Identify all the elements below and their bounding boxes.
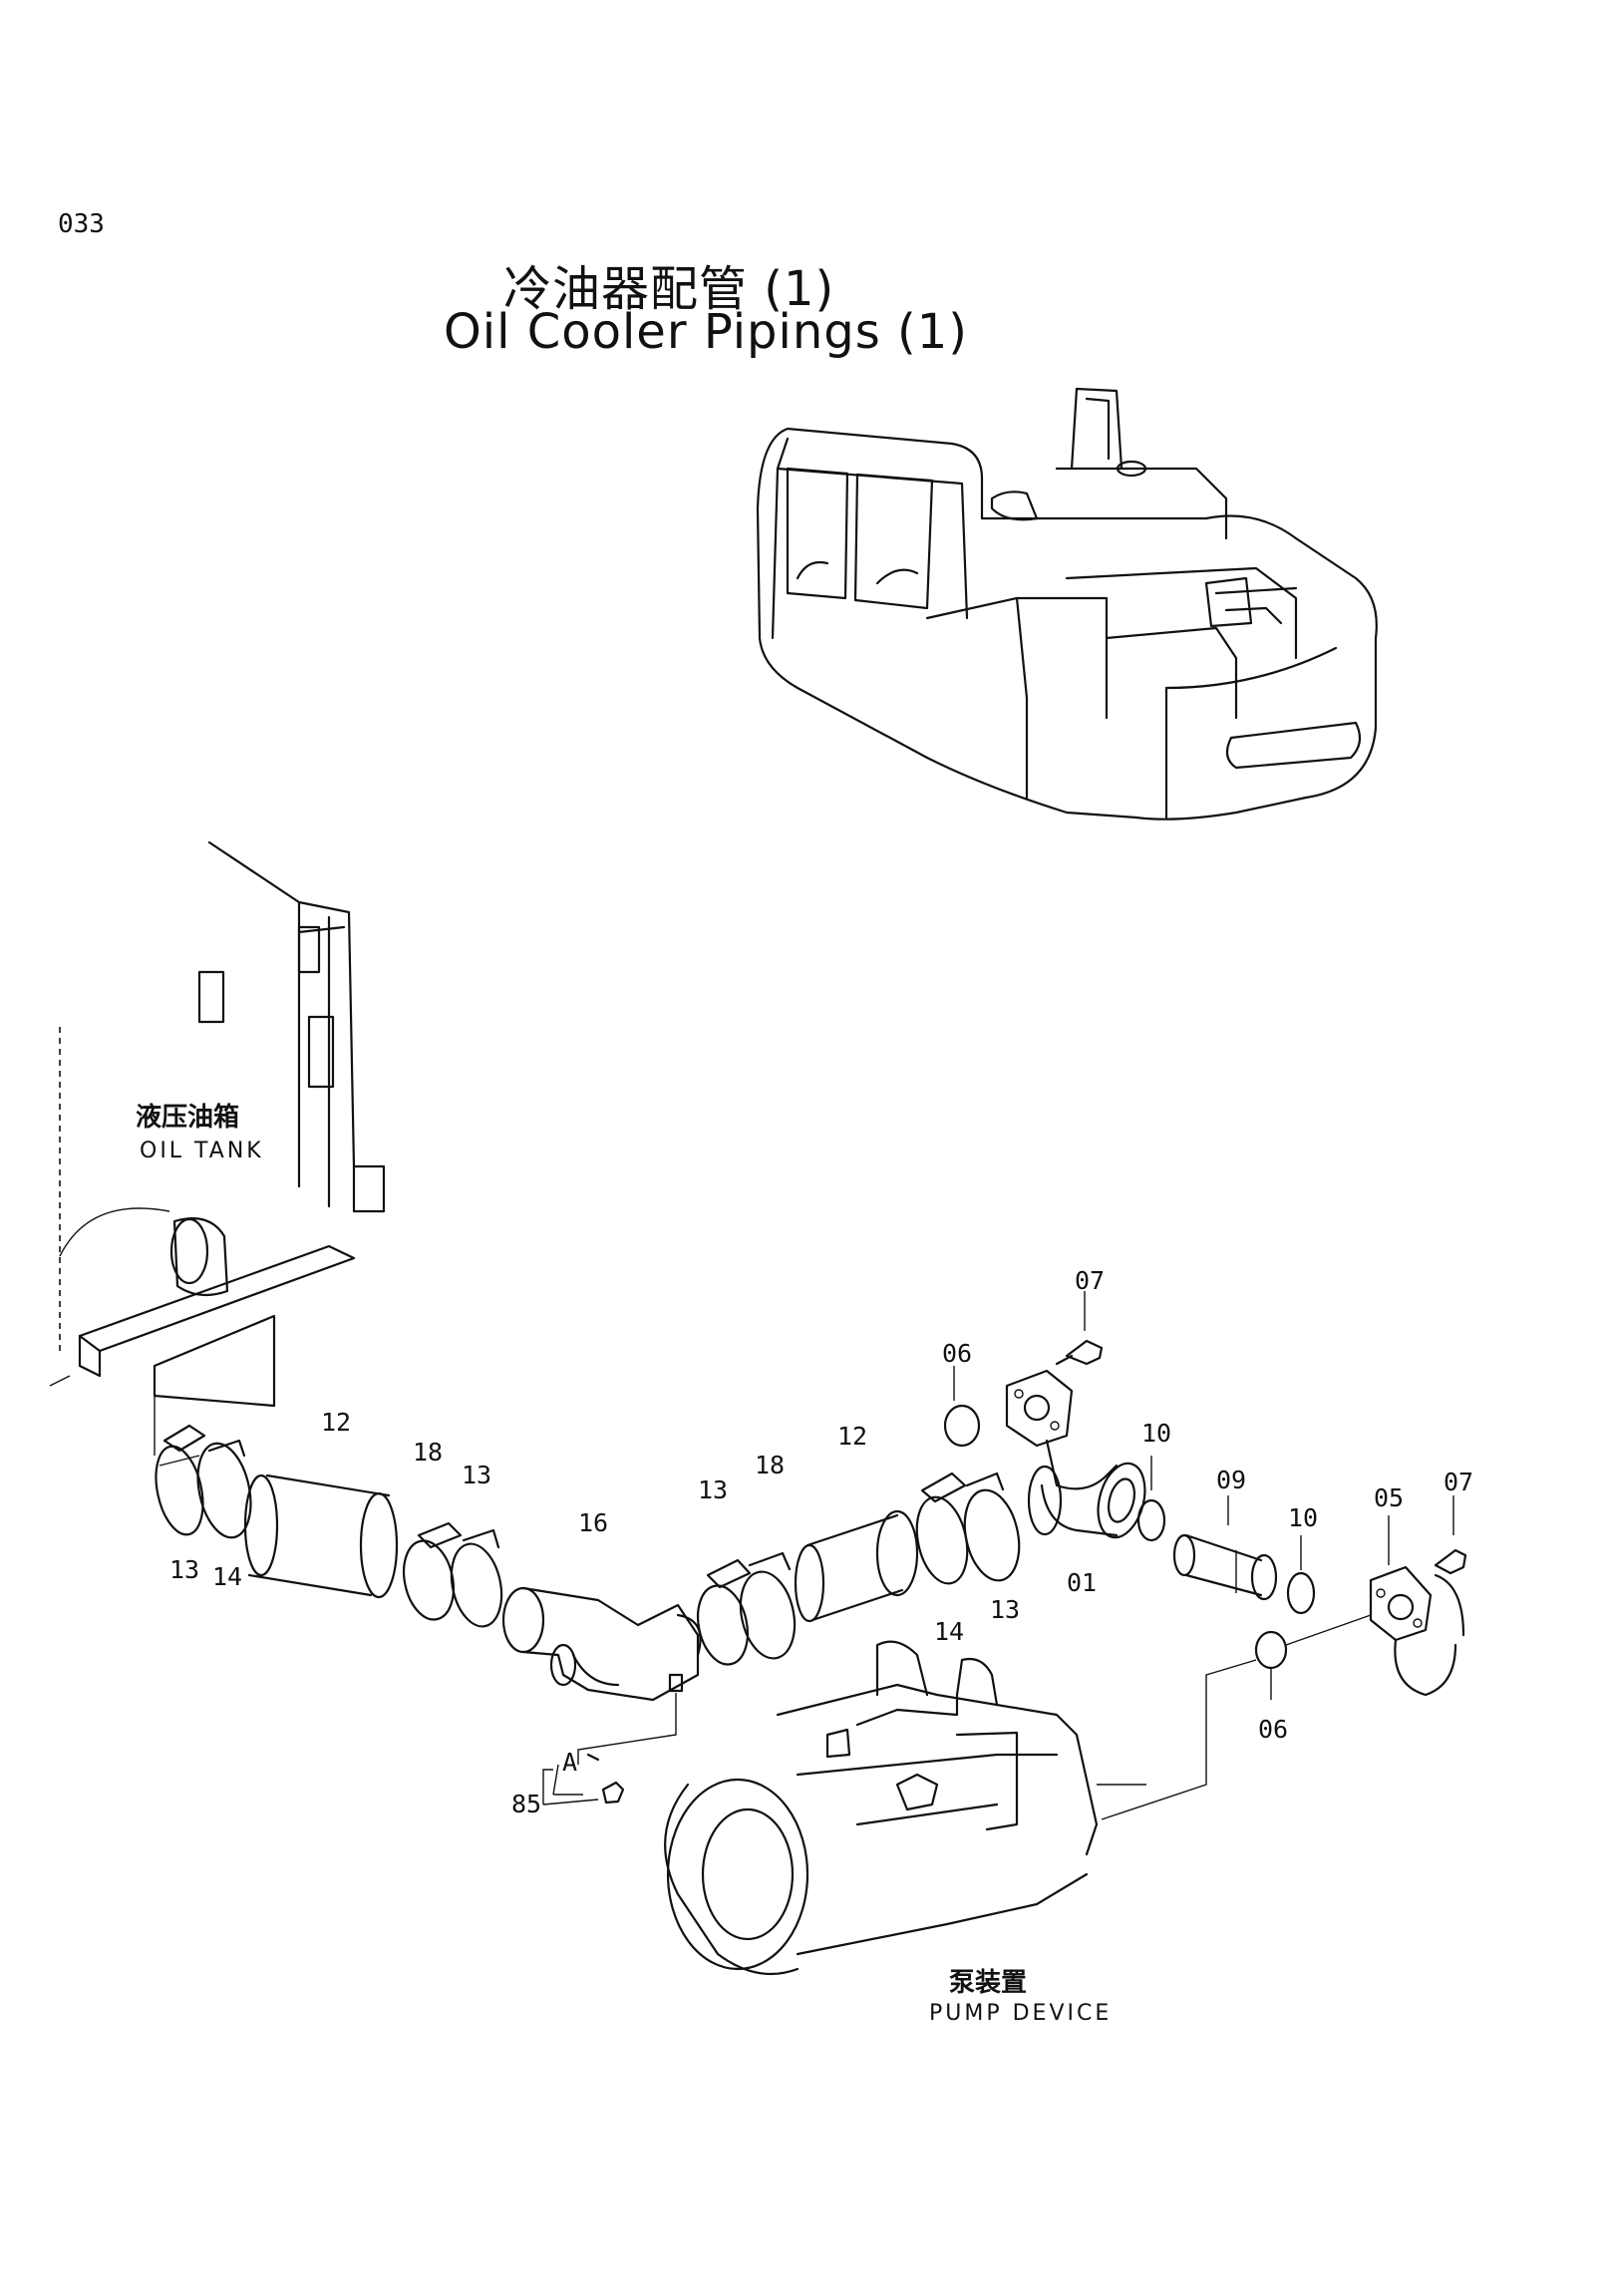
clamp-13-18-center xyxy=(696,1551,797,1666)
callout-07-right: 07 xyxy=(1444,1468,1474,1496)
oring-10-top xyxy=(1136,1456,1166,1542)
callout-10-top: 10 xyxy=(1141,1419,1172,1448)
pump-device-label-cn: 泵装置 xyxy=(949,1968,1028,1998)
tube-09 xyxy=(1172,1495,1278,1601)
callout-10-right: 10 xyxy=(1288,1503,1319,1532)
callout-13-mid: 13 xyxy=(462,1461,492,1489)
callout-12-right: 12 xyxy=(837,1422,868,1451)
title-english: Oil Cooler Pipings (1) xyxy=(444,304,968,360)
oil-tank-label-en: OIL TANK xyxy=(140,1139,264,1163)
bolt-07-top xyxy=(1055,1291,1104,1366)
callout-13-left: 13 xyxy=(169,1555,200,1584)
flange-05 xyxy=(1369,1515,1465,1697)
callout-07-top: 07 xyxy=(1075,1266,1106,1295)
oring-06-bottom xyxy=(1101,1614,1372,1820)
callout-12-left: 12 xyxy=(321,1408,352,1437)
title-chinese: 冷油器配管 (1) xyxy=(503,261,835,317)
callout-06-top: 06 xyxy=(942,1339,973,1368)
callout-13-center: 13 xyxy=(698,1476,729,1504)
callout-16: 16 xyxy=(578,1508,609,1537)
elbow-01 xyxy=(1005,1369,1146,1539)
callout-85: 85 xyxy=(511,1790,542,1818)
pump-device xyxy=(664,1640,1146,1976)
oil-tank xyxy=(49,840,386,1408)
detail-a-plug-85 xyxy=(542,1693,677,1805)
bolt-07-right xyxy=(1434,1495,1467,1575)
hose-12-left xyxy=(243,1474,399,1599)
oring-10-right xyxy=(1286,1535,1316,1615)
clamp-13-14-left xyxy=(155,1424,252,1539)
callout-14-right: 14 xyxy=(934,1617,965,1646)
elbow-16 xyxy=(501,1586,702,1702)
callout-14-left: 14 xyxy=(212,1562,243,1591)
oring-06-top xyxy=(943,1366,981,1448)
callout-13-right: 13 xyxy=(990,1595,1021,1624)
callout-18-left: 18 xyxy=(413,1438,444,1467)
callout-01: 01 xyxy=(1067,1568,1098,1597)
callout-09: 09 xyxy=(1216,1466,1247,1494)
excavator-overview xyxy=(756,387,1378,820)
page-number: 033 xyxy=(58,209,105,239)
callout-18-center: 18 xyxy=(755,1451,786,1479)
callout-05: 05 xyxy=(1374,1483,1405,1512)
pump-device-label-en: PUMP DEVICE xyxy=(929,2001,1113,2026)
callout-06-bottom: 06 xyxy=(1258,1715,1289,1744)
oil-tank-label-cn: 液压油箱 xyxy=(136,1103,240,1133)
hose-12-right xyxy=(794,1509,919,1623)
detail-a-label: A xyxy=(562,1748,578,1777)
clamp-18-13-left xyxy=(402,1521,503,1628)
clamp-14-13-right xyxy=(915,1472,1021,1585)
